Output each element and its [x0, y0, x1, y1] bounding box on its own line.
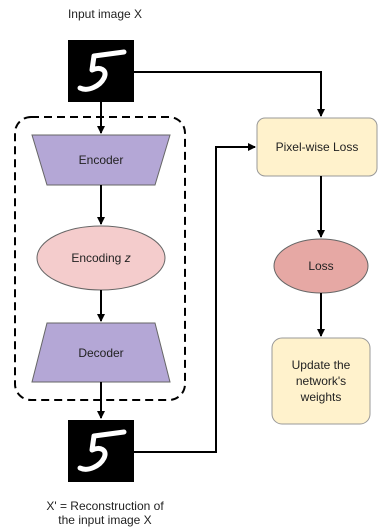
- encoding-variable: z: [124, 251, 131, 265]
- loss-label: Loss: [308, 259, 334, 273]
- reconstruction-caption-line1: X' = Reconstruction of: [46, 499, 164, 513]
- reconstruction-digit-image: [68, 420, 134, 482]
- encoder-block: [31, 134, 171, 186]
- decoder-label: Decoder: [78, 346, 124, 360]
- input-digit-image: [68, 40, 134, 102]
- update-label-line2: network's: [295, 374, 347, 388]
- pixel-loss-label: Pixel-wise Loss: [275, 140, 359, 154]
- update-label-line3: weights: [300, 390, 342, 404]
- input-caption: Input image X: [67, 7, 143, 21]
- encoder-label: Encoder: [78, 153, 124, 167]
- encoding-label-text: Encoding: [71, 251, 125, 265]
- pixel-loss-box: [256, 117, 378, 177]
- encoding-label: Encoding z: [40, 250, 162, 266]
- decoder-block: [31, 322, 171, 383]
- update-label-line1: Update the: [291, 358, 351, 372]
- arrow-input-to-pixel-loss: [134, 71, 325, 117]
- update-weights-box: [271, 337, 371, 425]
- reconstruction-caption-line2: the input image X: [58, 513, 152, 527]
- arrow-output-to-pixel-loss: [134, 143, 256, 453]
